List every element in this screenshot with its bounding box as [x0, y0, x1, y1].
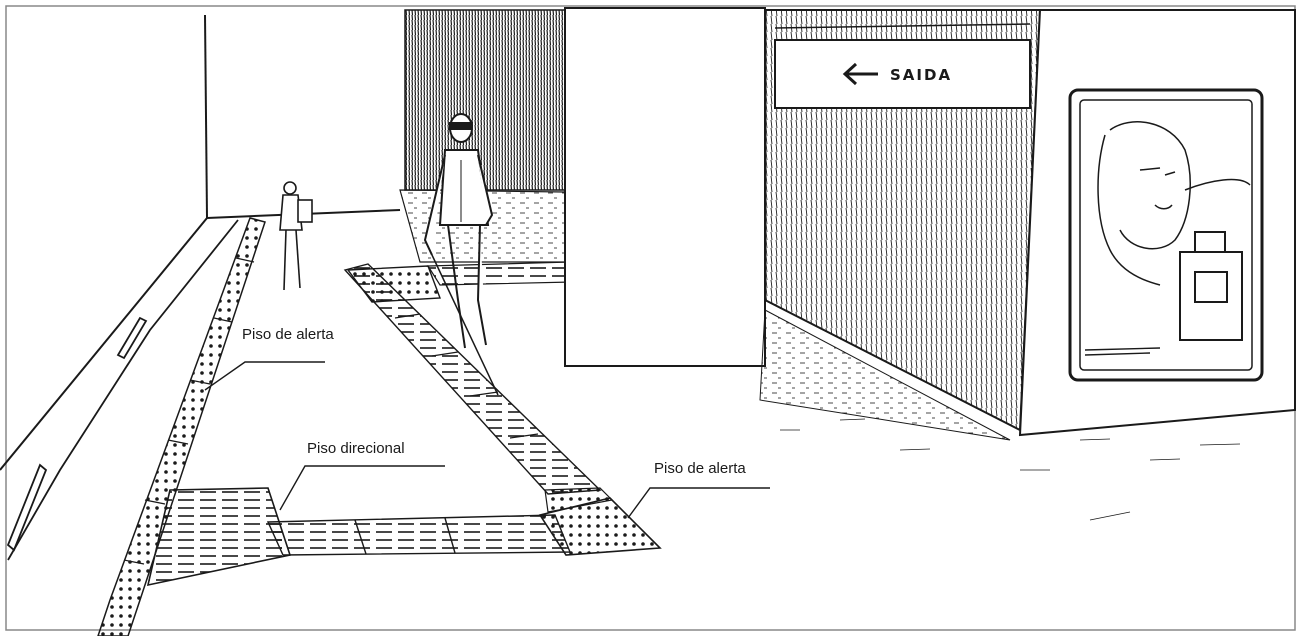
floor-texture — [780, 419, 1240, 520]
label-alert-floor-right: Piso de alerta — [652, 460, 748, 477]
label-alert-floor-left: Piso de alerta — [240, 326, 336, 343]
label-directional-floor: Piso direcional — [305, 440, 407, 457]
directional-strip-bottom — [268, 515, 570, 555]
exit-sign-text: SAIDA — [890, 66, 952, 84]
distant-person — [280, 182, 312, 290]
directional-floor-left — [148, 488, 290, 585]
back-wall — [405, 10, 565, 190]
central-column — [565, 8, 765, 366]
alert-floor-back — [348, 266, 440, 302]
